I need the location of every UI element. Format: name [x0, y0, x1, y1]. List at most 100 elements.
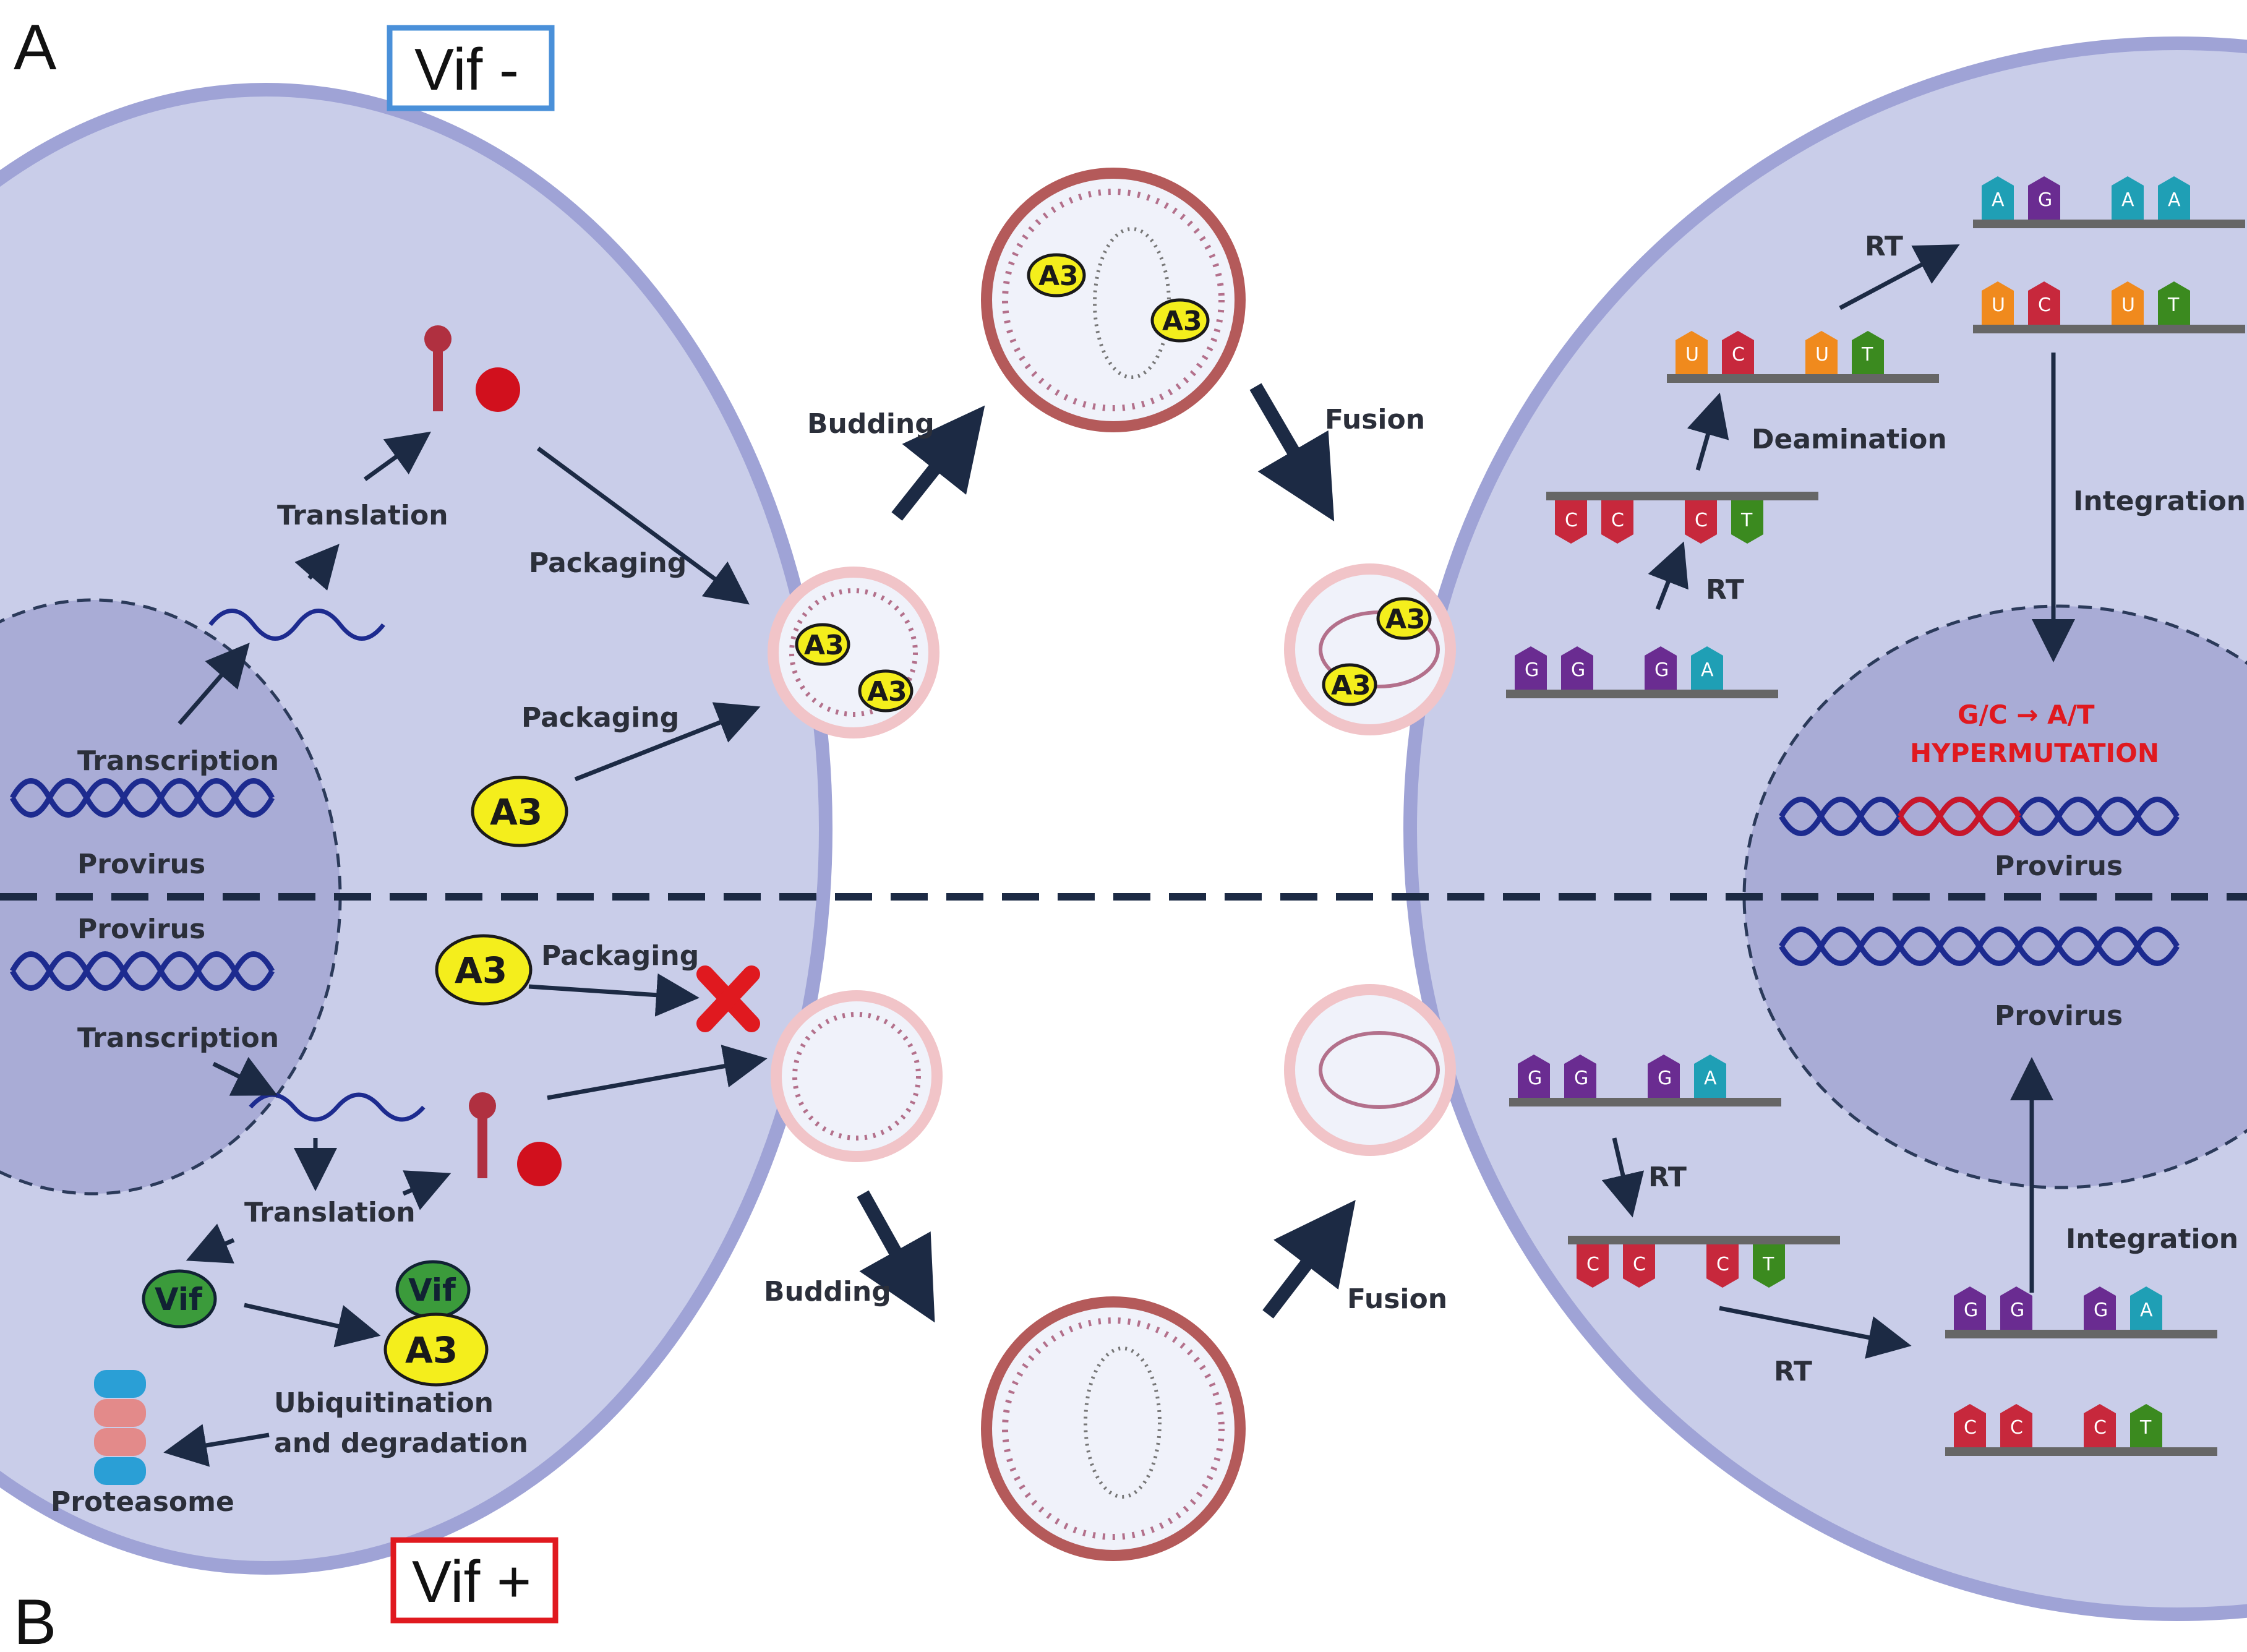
nucleotide-block [1561, 646, 1593, 690]
label-deamination: Deamination [1752, 424, 1947, 455]
label-packaging-top-1: Packaging [529, 547, 687, 579]
strand-backbone [1546, 492, 1818, 500]
label-budding-top: Budding [807, 408, 935, 440]
nucleotide-block [1648, 1055, 1680, 1098]
nucleotide-block [1805, 331, 1838, 374]
provirus-dna-bottom-left [10, 951, 275, 991]
nucleotide-letter: A [2140, 1299, 2153, 1321]
mature-a3-label-2: A3 [1162, 306, 1202, 337]
budding-virion-bottom [771, 990, 943, 1162]
nucleotide-block [1706, 1244, 1739, 1288]
nucleotide-block [2130, 1404, 2162, 1447]
label-fusion-bottom: Fusion [1347, 1283, 1447, 1315]
label-packaging-bottom: Packaging [541, 940, 699, 972]
blocked-packaging-x-icon [696, 965, 760, 1032]
mature-virion-top: A3 A3 [981, 168, 1246, 432]
vif-protein: Vif [142, 1269, 217, 1329]
nucleotide-block [1577, 1244, 1609, 1288]
vif-a3-complex: Vif A3 [383, 1260, 489, 1387]
nucleotide-letter: C [1732, 344, 1745, 366]
nucleotide-letter: C [1695, 510, 1708, 531]
label-hypermutation-2: HYPERMUTATION [1910, 738, 2159, 768]
mrna-top [208, 609, 385, 641]
label-provirus-top-right: Provirus [1995, 850, 2123, 882]
fusing-virion-bottom [1284, 984, 1456, 1156]
nucleotide-letter: C [1964, 1417, 1977, 1439]
nucleotide-block [1694, 1055, 1726, 1098]
label-transcription-top: Transcription [77, 745, 279, 777]
label-provirus-bottom-right: Provirus [1995, 1000, 2123, 1032]
vif-label: Vif [155, 1282, 203, 1317]
nucleotide-letter: A [2168, 189, 2181, 211]
nucleotide-letter: U [1815, 344, 1829, 366]
nucleotide-letter: G [1654, 659, 1669, 681]
nucleotide-letter: G [1658, 1068, 1672, 1089]
nucleotide-letter: G [1528, 1068, 1542, 1089]
nucleotide-letter: C [2094, 1417, 2107, 1439]
label-rt-bottom-2: RT [1774, 1356, 1812, 1387]
left-cell [0, 83, 832, 1575]
label-integration-top: Integration [2073, 486, 2246, 517]
viral-protein-top [424, 325, 520, 412]
nucleotide-block [2028, 176, 2060, 220]
mature-a3-label-1: A3 [1038, 260, 1079, 292]
mrna-bottom [249, 1092, 426, 1122]
nucleotide-block [2000, 1286, 2032, 1330]
strand-backbone [1945, 1330, 2217, 1338]
nucleotide-letter: G [1574, 1068, 1588, 1089]
vif-plus-label: Vif + [412, 1549, 531, 1615]
nucleotide-letter: A [1704, 1068, 1717, 1089]
fusing-a3-label-2: A3 [1331, 670, 1371, 701]
label-provirus-bottom-left: Provirus [77, 914, 205, 945]
label-rt-bottom-1: RT [1648, 1162, 1687, 1193]
vif-minus-label: Vif - [414, 36, 519, 103]
nucleotide-letter: G [2038, 189, 2052, 211]
strand-backbone [1506, 690, 1778, 698]
budding-a3-label-2: A3 [867, 676, 907, 708]
label-integration-bottom: Integration [2066, 1223, 2238, 1255]
nucleotide-letter: C [2010, 1417, 2023, 1439]
nucleotide-letter: U [1992, 294, 2005, 316]
label-ubiquitination-1: Ubiquitination [274, 1387, 494, 1419]
nucleotide-block [1954, 1404, 1986, 1447]
vif-minus-box: Vif - [387, 25, 555, 111]
provirus-dna-top-left [10, 778, 275, 818]
strand-backbone [1973, 220, 2245, 228]
a3-protein-bottom-left: A3 [435, 934, 533, 1006]
strand-backbone [1509, 1098, 1781, 1106]
nucleotide-letter: C [1633, 1254, 1646, 1275]
nucleotide-letter: C [1565, 510, 1578, 531]
nucleotide-block [2130, 1286, 2162, 1330]
arrows-right [1601, 244, 2075, 1359]
nucleotide-block [1852, 331, 1884, 374]
nucleotide-block [1623, 1244, 1655, 1288]
nucleotide-letter: T [2167, 294, 2180, 316]
nucleotide-block [1982, 281, 2014, 325]
nucleotide-letter: G [1525, 659, 1539, 681]
nucleotide-block [1564, 1055, 1596, 1098]
nucleotide-block [1722, 331, 1754, 374]
arrows-bottom-left [163, 973, 768, 1467]
label-ubiquitination-2: and degradation [274, 1427, 528, 1459]
nucleotide-letter: T [1861, 344, 1873, 366]
nucleotide-block [1518, 1055, 1550, 1098]
nucleotide-block [1954, 1286, 1986, 1330]
arrows-top-left [178, 431, 761, 782]
a3-label-bottom-left: A3 [455, 949, 507, 991]
nucleotide-block [1753, 1244, 1785, 1288]
mature-virion-bottom [981, 1296, 1246, 1561]
strand-backbone [1568, 1236, 1840, 1244]
nucleotide-block [1691, 646, 1723, 690]
strand-backbone [1667, 374, 1939, 383]
label-translation-bottom: Translation [244, 1197, 416, 1228]
panel-label-b: B [14, 1586, 56, 1652]
label-proteasome: Proteasome [51, 1486, 234, 1518]
nucleotide-block [2000, 1404, 2032, 1447]
nucleotide-letter: C [1611, 510, 1624, 531]
label-transcription-bottom: Transcription [77, 1022, 279, 1054]
label-rt-top-1: RT [1865, 231, 1903, 262]
panel-label-a: A [14, 12, 57, 83]
nucleotide-letter: A [1701, 659, 1714, 681]
